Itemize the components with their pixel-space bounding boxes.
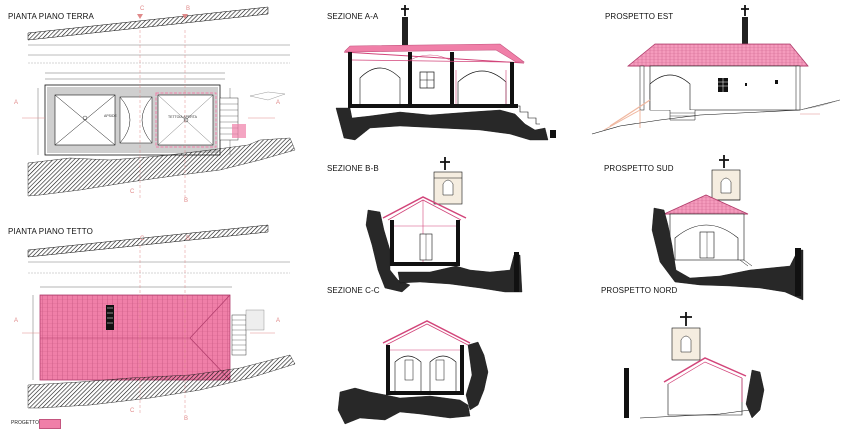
section-cc-drawing	[337, 320, 489, 425]
elevation-east-drawing	[591, 5, 841, 135]
marker-c-top: C	[140, 6, 145, 12]
marker-c-top-roof: C	[140, 236, 145, 242]
marker-a-right-roof: A	[276, 318, 280, 324]
marker-a-right: A	[276, 100, 280, 106]
marker-b-top: B	[186, 6, 190, 12]
marker-b-bottom: B	[184, 198, 188, 204]
title-plan-roof: PIANTA PIANO TETTO	[8, 227, 93, 236]
title-section-bb: SEZIONE B-B	[327, 164, 379, 173]
marker-a-left: A	[14, 100, 18, 106]
section-aa-drawing	[335, 5, 556, 141]
marker-b-bottom-roof: B	[184, 416, 188, 422]
marker-a-left-roof: A	[14, 318, 18, 324]
section-bb-drawing	[365, 157, 523, 293]
marker-c-bottom-roof: C	[130, 408, 135, 414]
roof-plan: A A C B C B	[14, 224, 296, 422]
title-plan-ground: PIANTA PIANO TERRA	[8, 12, 94, 21]
legend-label: PROGETTO	[11, 420, 39, 426]
title-elevation-east: PROSPETTO EST	[605, 12, 674, 21]
marker-c-bottom: C	[130, 189, 135, 195]
room-label-tettoia: TETTOIA APERTA	[168, 115, 198, 119]
title-section-aa: SEZIONE A-A	[327, 12, 379, 21]
title-section-cc: SEZIONE C-C	[327, 286, 380, 295]
marker-b-top-roof: B	[186, 236, 190, 242]
elevation-south-drawing	[651, 155, 804, 301]
ground-floor-plan: A A C B C B APSIDE TETTOIA APERTA	[14, 6, 296, 204]
elevation-north-drawing	[624, 312, 765, 419]
legend-swatch-project	[39, 419, 61, 429]
title-elevation-north: PROSPETTO NORD	[601, 286, 678, 295]
room-label-apside: APSIDE	[104, 114, 118, 118]
title-elevation-south: PROSPETTO SUD	[604, 164, 674, 173]
